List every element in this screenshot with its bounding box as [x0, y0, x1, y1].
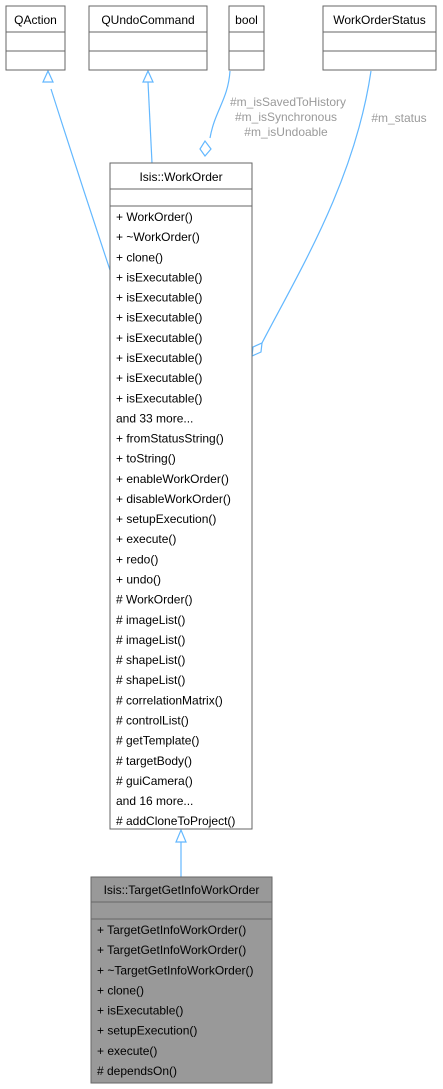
member-item[interactable]: + isExecutable()	[116, 331, 202, 345]
member-item[interactable]: # getTemplate()	[116, 734, 199, 748]
member-item[interactable]: and 16 more...	[116, 794, 193, 808]
label-m-status: #m_status	[371, 111, 426, 125]
member-item[interactable]: # guiCamera()	[116, 774, 193, 788]
member-item[interactable]: + execute()	[116, 532, 176, 546]
member-item[interactable]: + isExecutable()	[116, 311, 202, 325]
node-bool[interactable]: bool	[228, 5, 265, 71]
inheritance-arrow-target	[175, 828, 187, 843]
member-item[interactable]: + clone()	[116, 250, 163, 264]
node-qaction-title: QAction	[14, 13, 57, 27]
aggregation-diamond-status	[251, 342, 263, 357]
node-workorder[interactable]: Isis::WorkOrder + WorkOrder()+ ~WorkOrde…	[109, 162, 253, 830]
node-qundocommand-title: QUndoCommand	[101, 13, 194, 27]
member-item[interactable]: # imageList()	[116, 633, 185, 647]
member-item[interactable]: + TargetGetInfoWorkOrder()	[97, 943, 246, 957]
node-workorderstatus-title: WorkOrderStatus	[333, 13, 425, 27]
edge-qundocommand-inheritance	[147, 81, 153, 164]
edge-bool-aggregation	[209, 70, 231, 139]
member-item[interactable]: + isExecutable()	[116, 270, 202, 284]
member-item[interactable]: + undo()	[116, 573, 161, 587]
member-item[interactable]: + isExecutable()	[116, 351, 202, 365]
member-item[interactable]: # controlList()	[116, 714, 189, 728]
member-item[interactable]: + execute()	[97, 1044, 157, 1058]
member-item[interactable]: # dependsOn()	[97, 1064, 177, 1078]
label-m-is-synchronous: #m_isSynchronous	[235, 110, 337, 124]
member-item[interactable]: # targetBody()	[116, 754, 192, 768]
member-item[interactable]: + setupExecution()	[116, 512, 216, 526]
node-workorder-title: Isis::WorkOrder	[139, 170, 222, 184]
member-item[interactable]: + isExecutable()	[116, 371, 202, 385]
node-bool-title: bool	[235, 13, 258, 27]
member-item[interactable]: + isExecutable()	[97, 1004, 183, 1018]
member-item[interactable]: # shapeList()	[116, 673, 185, 687]
member-item[interactable]: + toString()	[116, 452, 176, 466]
label-m-is-undoable: #m_isUndoable	[244, 125, 328, 139]
aggregation-diamond-bool	[199, 139, 212, 157]
member-item[interactable]: + redo()	[116, 552, 158, 566]
node-qaction[interactable]: QAction	[5, 5, 66, 71]
label-m-is-saved-to-history: #m_isSavedToHistory	[230, 95, 346, 109]
node-qundocommand[interactable]: QUndoCommand	[88, 5, 208, 71]
inheritance-arrow-qaction	[42, 69, 54, 83]
member-item[interactable]: # WorkOrder()	[116, 593, 192, 607]
member-item[interactable]: # imageList()	[116, 613, 185, 627]
member-item[interactable]: + isExecutable()	[116, 291, 202, 305]
member-item[interactable]: + enableWorkOrder()	[116, 472, 229, 486]
member-item[interactable]: + disableWorkOrder()	[116, 492, 231, 506]
node-target-get-info-work-order[interactable]: Isis::TargetGetInfoWorkOrder + TargetGet…	[90, 876, 273, 1084]
member-item[interactable]: + ~TargetGetInfoWorkOrder()	[97, 963, 254, 977]
workorder-members: + WorkOrder() + ~WorkOrder() + clone() + is…	[116, 210, 235, 828]
member-item[interactable]: # shapeList()	[116, 653, 185, 667]
member-item[interactable]: + setupExecution()	[97, 1024, 197, 1038]
member-item[interactable]: and 33 more...	[116, 411, 193, 425]
edge-status-aggregation	[261, 70, 372, 344]
edge-labels: #m_isSavedToHistory #m_isSynchronous #m_…	[230, 95, 427, 139]
member-item[interactable]: + ~WorkOrder()	[116, 230, 200, 244]
member-item[interactable]: + isExecutable()	[116, 391, 202, 405]
target-members: + TargetGetInfoWorkOrder() + TargetGetInf…	[97, 923, 254, 1078]
member-item[interactable]: + WorkOrder()	[116, 210, 193, 224]
inheritance-arrow-qundocommand	[142, 69, 154, 83]
edges	[42, 69, 372, 877]
member-item[interactable]: + fromStatusString()	[116, 432, 224, 446]
edge-qaction-inheritance	[50, 88, 111, 271]
member-item[interactable]: + TargetGetInfoWorkOrder()	[97, 923, 246, 937]
member-item[interactable]: # correlationMatrix()	[116, 693, 223, 707]
node-workorderstatus[interactable]: WorkOrderStatus	[322, 5, 437, 71]
node-target-title: Isis::TargetGetInfoWorkOrder	[104, 883, 260, 897]
member-item[interactable]: # addCloneToProject()	[116, 814, 235, 828]
member-item[interactable]: + clone()	[97, 983, 144, 997]
